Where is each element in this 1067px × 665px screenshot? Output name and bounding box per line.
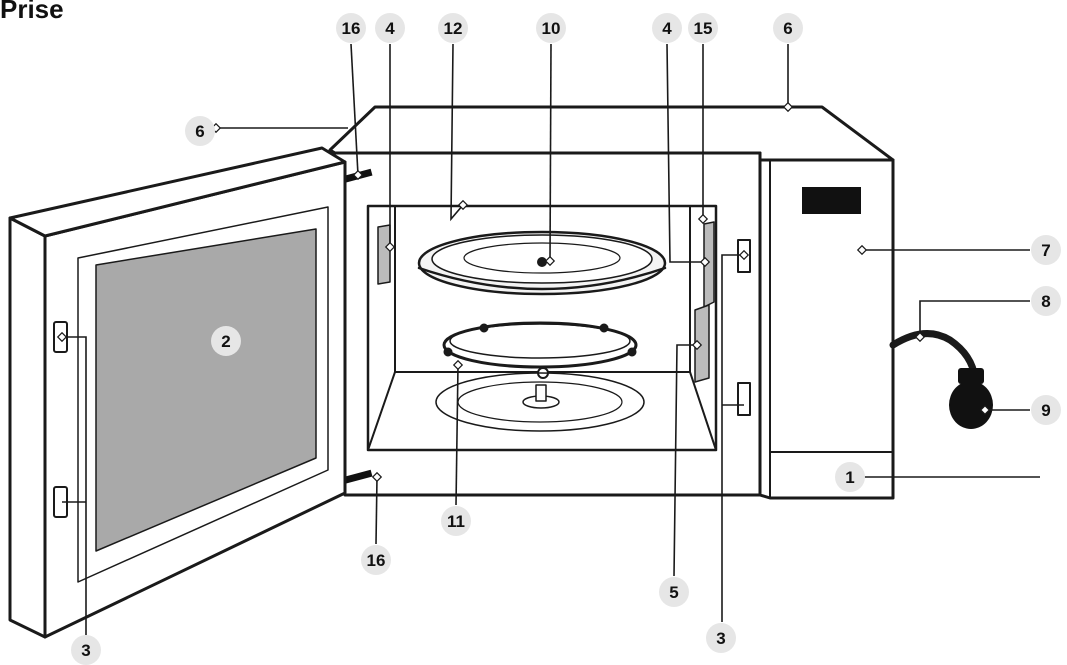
- callout-badge: [1031, 286, 1061, 316]
- callout-number: 7: [1041, 241, 1050, 260]
- anchor-marker: [457, 199, 469, 211]
- anchor-marker: [384, 241, 396, 253]
- power-cord: [889, 330, 979, 382]
- callout-badge: [375, 13, 405, 43]
- callout-number: 4: [385, 19, 395, 38]
- interlock-latch-lower: [737, 382, 751, 416]
- callout-badge: [361, 545, 391, 575]
- right-cover-plate-upper: [703, 221, 715, 308]
- callout-number: 16: [342, 19, 361, 38]
- callout-badge: [706, 623, 736, 653]
- callout-number: 3: [716, 629, 725, 648]
- door: [8, 216, 47, 639]
- anchor-marker: [691, 339, 703, 351]
- callout-badge: [438, 13, 468, 43]
- callout-number: 6: [783, 19, 792, 38]
- turntable-base: [435, 372, 645, 432]
- anchor-marker: [56, 331, 68, 343]
- leader-line: [450, 43, 464, 222]
- callout-number: 5: [669, 583, 678, 602]
- callout-badge: [688, 13, 718, 43]
- callout-badge: [659, 577, 689, 607]
- oven-cavity: [366, 204, 718, 452]
- anchor-marker: [371, 471, 383, 483]
- callout-number: 3: [81, 641, 90, 660]
- callout-number: 8: [1041, 292, 1050, 311]
- callout-number: 10: [542, 19, 561, 38]
- anchor-marker: [914, 331, 926, 343]
- callout-number: 2: [221, 332, 230, 351]
- leader-line: [549, 43, 552, 262]
- callout-badge: [211, 326, 241, 356]
- door-window: [95, 228, 317, 552]
- leader-line: [673, 344, 697, 577]
- callout-number: 15: [694, 19, 713, 38]
- anchor-marker: [856, 244, 868, 256]
- callout-badge: [1031, 235, 1061, 265]
- roller-ring: [442, 321, 638, 369]
- leader-line: [666, 43, 705, 263]
- callout-badge: [835, 462, 865, 492]
- anchor-marker: [697, 213, 709, 225]
- callout-number: 16: [367, 551, 386, 570]
- leader-line: [350, 43, 359, 176]
- callout-number: 6: [195, 122, 204, 141]
- door-inner-frame: [77, 206, 329, 583]
- anchor-marker: [782, 101, 794, 113]
- callout-badge: [1031, 395, 1061, 425]
- callout-badge: [441, 506, 471, 536]
- leader-line: [455, 364, 459, 506]
- anchor-marker: [544, 255, 556, 267]
- callout-badge: [536, 13, 566, 43]
- page-title: Prise: [0, 0, 64, 24]
- anchor-marker: [699, 256, 711, 268]
- callout-badge: [71, 635, 101, 665]
- callout-badge: [652, 13, 682, 43]
- callout-badge: [336, 13, 366, 43]
- display-screen: [802, 187, 861, 214]
- leader-line: [919, 300, 1030, 337]
- callout-number: 9: [1041, 401, 1050, 420]
- anchor-marker: [352, 169, 364, 181]
- leader-line: [375, 476, 378, 545]
- anchor-marker: [738, 249, 750, 261]
- control-panel: [758, 158, 895, 500]
- callout-badge: [773, 13, 803, 43]
- leader-line: [62, 336, 87, 635]
- callout-number: 11: [447, 512, 465, 531]
- callout-number: 12: [444, 19, 463, 38]
- left-cover-plate: [377, 224, 391, 285]
- anchor-marker: [979, 404, 991, 416]
- callout-number: 1: [845, 468, 854, 487]
- leader-line: [721, 254, 744, 622]
- callout-badge: [185, 116, 215, 146]
- power-plug: [949, 381, 993, 429]
- right-cover-plate-lower: [694, 304, 710, 383]
- door-top: [8, 146, 347, 238]
- callout-number: 4: [662, 19, 672, 38]
- anchor-marker: [452, 359, 464, 371]
